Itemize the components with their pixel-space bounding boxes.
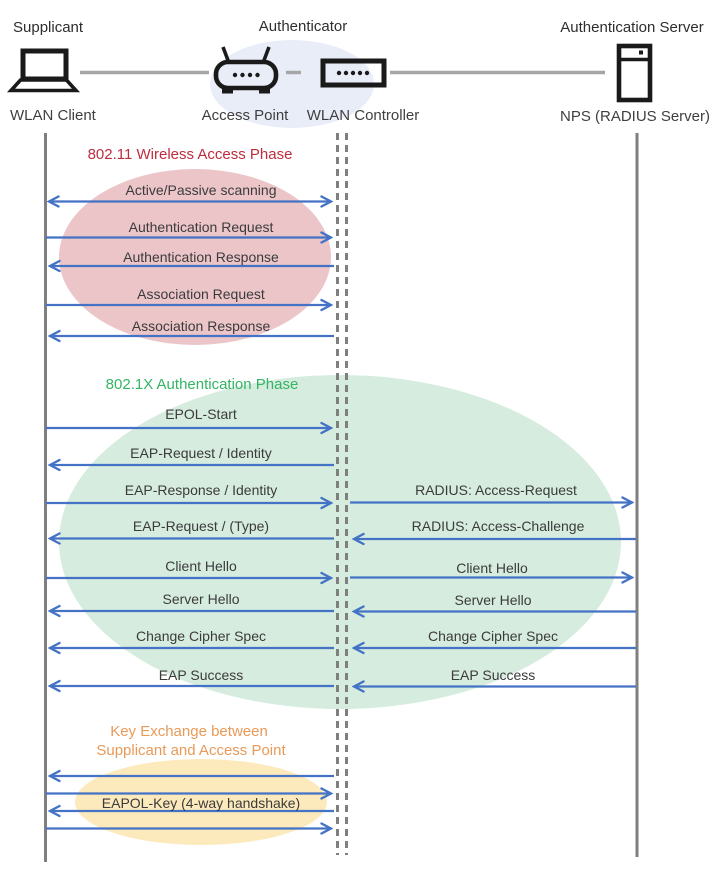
phase2-arrows-right bbox=[350, 503, 636, 687]
phase2-ellipse bbox=[59, 375, 621, 709]
laptop-icon bbox=[6, 48, 81, 93]
msg-scanning: Active/Passive scanning bbox=[125, 182, 277, 198]
msg-assoc-response: Association Response bbox=[131, 318, 271, 334]
msg-eap-request-type: EAP-Request / (Type) bbox=[132, 518, 270, 534]
role-supplicant: Supplicant bbox=[13, 19, 84, 36]
node-wlan-controller: WLAN Controller bbox=[306, 107, 420, 124]
node-wlan-client: WLAN Client bbox=[10, 107, 96, 124]
msg-eapol-key: EAPOL-Key (4-way handshake) bbox=[101, 795, 301, 811]
role-authentication-server: Authentication Server bbox=[560, 19, 704, 36]
phase2-arrows-left bbox=[46, 428, 334, 686]
msg-radius-access-challenge: RADIUS: Access-Challenge bbox=[411, 518, 585, 534]
msg-auth-response: Authentication Response bbox=[123, 249, 279, 265]
phase1-ellipse bbox=[59, 169, 331, 345]
msg-eap-response-identity: EAP-Response / Identity bbox=[124, 482, 278, 498]
msg-client-hello-right: Client Hello bbox=[456, 560, 528, 576]
msg-assoc-request: Association Request bbox=[137, 286, 265, 302]
msg-eap-request-identity: EAP-Request / Identity bbox=[130, 445, 272, 461]
node-nps: NPS (RADIUS Server) bbox=[559, 108, 711, 125]
msg-eap-success-right: EAP Success bbox=[450, 667, 536, 683]
msg-change-cipher-right: Change Cipher Spec bbox=[428, 628, 558, 644]
phase1-arrows bbox=[46, 202, 334, 337]
msg-auth-request: Authentication Request bbox=[128, 219, 274, 235]
phase3-title-line1: Key Exchange between bbox=[110, 723, 268, 740]
node-access-point: Access Point bbox=[201, 107, 289, 124]
phase2-title: 802.1X Authentication Phase bbox=[105, 376, 299, 393]
phase3-arrows bbox=[46, 776, 334, 829]
msg-eap-success-left: EAP Success bbox=[158, 667, 244, 683]
server-icon bbox=[616, 43, 653, 103]
phase1-title: 802.11 Wireless Access Phase bbox=[87, 146, 293, 163]
phase3-ellipse bbox=[75, 759, 327, 845]
phase3-title-line2: Supplicant and Access Point bbox=[96, 742, 286, 759]
msg-server-hello-left: Server Hello bbox=[162, 591, 240, 607]
msg-change-cipher-left: Change Cipher Spec bbox=[136, 628, 266, 644]
msg-server-hello-right: Server Hello bbox=[454, 592, 532, 608]
msg-client-hello-left: Client Hello bbox=[165, 558, 237, 574]
controller-box-icon bbox=[320, 58, 387, 88]
wireless-router-icon bbox=[213, 46, 279, 94]
msg-epol-start: EPOL-Start bbox=[165, 406, 237, 422]
msg-radius-access-request: RADIUS: Access-Request bbox=[415, 482, 577, 498]
role-authenticator: Authenticator bbox=[258, 18, 348, 35]
